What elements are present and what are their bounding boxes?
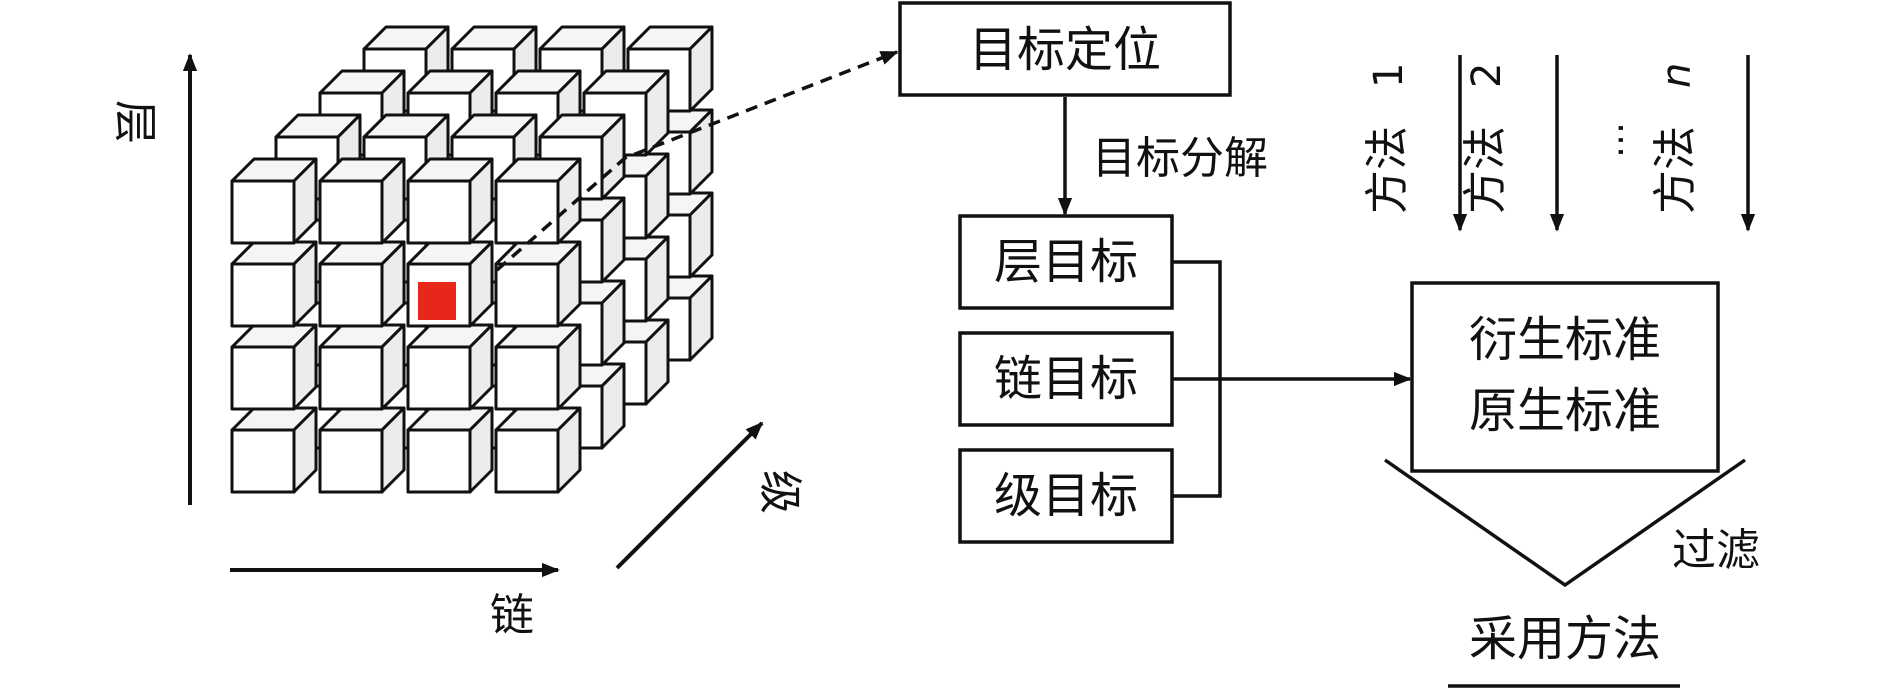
layer-goal-box	[958, 214, 1174, 310]
dashed-connector	[495, 50, 899, 272]
derived-standard-label: 衍生标准	[1469, 312, 1661, 368]
axis-horizontal-label: 链	[490, 590, 534, 641]
method-1-index: 1	[1366, 63, 1412, 88]
cube-front-face	[406, 345, 472, 411]
method-1-label: 方法	[1362, 126, 1413, 214]
cube-cell	[406, 157, 494, 245]
axis-depth-arrow	[615, 421, 764, 570]
cube-front-face	[494, 262, 560, 328]
cube-front-face	[318, 345, 384, 411]
cube-cell	[406, 323, 494, 411]
method-n-label: 方法	[1650, 126, 1701, 214]
cube-grid	[230, 25, 714, 494]
cube-cell	[494, 157, 582, 245]
axis-vertical-label: 层	[109, 100, 160, 144]
cube-front-face	[406, 179, 472, 245]
adopted-method-label: 采用方法	[1469, 611, 1661, 667]
level-goal-label: 级目标	[994, 468, 1138, 524]
method-2: 方法 2	[1460, 55, 1565, 232]
cube-cell	[318, 406, 406, 494]
cube-front-face	[494, 179, 560, 245]
level-goal-box	[958, 448, 1174, 544]
cube-front-face	[494, 428, 560, 494]
cube-front-face	[318, 428, 384, 494]
cube-cell	[230, 240, 318, 328]
cube-front-face	[230, 179, 296, 245]
cube-front-face	[318, 262, 384, 328]
target-locate-label: 目标定位	[969, 22, 1161, 78]
cube-cell	[318, 157, 406, 245]
chain-goal-box	[958, 331, 1174, 427]
native-standard-label: 原生标准	[1469, 383, 1661, 439]
filter-label: 过滤	[1672, 525, 1760, 576]
cube-front-face	[230, 262, 296, 328]
target-locate-box	[898, 1, 1232, 97]
cube-front-face	[318, 179, 384, 245]
method-ellipsis: …	[1591, 122, 1632, 158]
method-n-index: n	[1654, 63, 1700, 88]
cube-cell	[230, 157, 318, 245]
cube-front-face	[406, 428, 472, 494]
method-2-index: 2	[1464, 63, 1510, 88]
layer-goal-label: 层目标	[994, 234, 1138, 290]
cube-cell	[230, 406, 318, 494]
chain-goal-label: 链目标	[994, 351, 1138, 407]
method-2-label: 方法	[1460, 126, 1511, 214]
standards-box	[1410, 281, 1720, 473]
cube-cell	[494, 406, 582, 494]
cube-cell	[230, 323, 318, 411]
decompose-label: 目标分解	[1092, 133, 1268, 184]
target-cell-highlight	[418, 282, 456, 320]
cube-cell	[318, 323, 406, 411]
cube-cell	[406, 406, 494, 494]
filter-funnel	[1384, 458, 1746, 588]
cube-front-face	[494, 345, 560, 411]
cube-front-face	[230, 345, 296, 411]
cube-cell	[494, 240, 582, 328]
cube-cell	[494, 323, 582, 411]
cube-cell	[318, 240, 406, 328]
method-n: 方法 n	[1650, 55, 1756, 232]
axis-depth-label: 级	[754, 470, 805, 514]
cube-front-face	[230, 428, 296, 494]
method-1: 方法 1	[1362, 55, 1468, 232]
